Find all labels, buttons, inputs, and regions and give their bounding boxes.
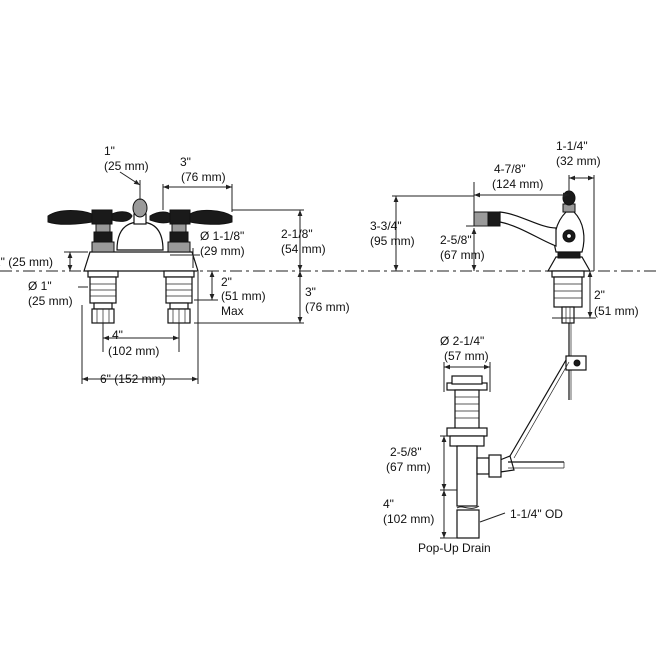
side-shank-mm: (51 mm) bbox=[594, 304, 639, 318]
front-shank-3-in: 3" bbox=[305, 285, 316, 299]
front-shank-max-mm: (51 mm) bbox=[221, 289, 266, 303]
front-dimension-labels: 1" (25 mm) 3" (76 mm) Ø 1-1/8" (29 mm) 2… bbox=[0, 144, 350, 386]
front-offset-mm: (25 mm) bbox=[104, 159, 149, 173]
drain-dia-mm: (57 mm) bbox=[444, 349, 489, 363]
front-shank-dia-in: Ø 1" bbox=[28, 279, 52, 293]
front-shank-max-note: Max bbox=[221, 304, 244, 318]
front-dimension-lines bbox=[64, 171, 304, 384]
side-height-in: 3-3/4" bbox=[370, 219, 402, 233]
drain-height-in: 2-5/8" bbox=[390, 445, 422, 459]
drain-tail-in: 4" bbox=[383, 497, 394, 511]
drain-caption: Pop-Up Drain bbox=[418, 541, 491, 555]
side-spout-mm: (67 mm) bbox=[440, 248, 485, 262]
front-height-in: 2-1/8" bbox=[281, 227, 313, 241]
side-faucet-drawing bbox=[473, 190, 592, 324]
side-dimension-lines bbox=[392, 175, 596, 319]
front-width-label: 6" (152 mm) bbox=[100, 372, 166, 386]
front-shank-max-in: 2" bbox=[221, 275, 232, 289]
front-handle-dia-in: Ø 1-1/8" bbox=[200, 229, 244, 243]
drain-dia-in: Ø 2-1/4" bbox=[440, 334, 484, 348]
front-handle-dia-mm: (29 mm) bbox=[200, 244, 245, 258]
front-height-mm: (54 mm) bbox=[281, 242, 326, 256]
front-shank-3-mm: (76 mm) bbox=[305, 300, 350, 314]
drain-od-label: 1-1/4" OD bbox=[510, 507, 563, 521]
side-height-mm: (95 mm) bbox=[370, 234, 415, 248]
side-top-in: 1-1/4" bbox=[556, 139, 588, 153]
front-deck-label: 1" (25 mm) bbox=[0, 255, 53, 269]
side-shank-in: 2" bbox=[594, 288, 605, 302]
front-faucet-drawing bbox=[47, 198, 233, 324]
front-offset-in: 1" bbox=[104, 144, 115, 158]
drain-height-mm: (67 mm) bbox=[386, 460, 431, 474]
front-spread-in: 3" bbox=[180, 155, 191, 169]
front-centers-mm: (102 mm) bbox=[108, 344, 159, 358]
popup-drain-drawing bbox=[446, 323, 587, 539]
side-top-mm: (32 mm) bbox=[556, 154, 601, 168]
side-dimension-labels: 1-1/4" (32 mm) 4-7/8" (124 mm) 3-3/4" (9… bbox=[370, 139, 639, 318]
drain-tail-mm: (102 mm) bbox=[383, 512, 434, 526]
front-centers-in: 4" bbox=[112, 328, 123, 342]
front-spread-mm: (76 mm) bbox=[181, 170, 226, 184]
drain-dimension-lines bbox=[440, 362, 506, 539]
drain-dimension-labels: Ø 2-1/4" (57 mm) 2-5/8" (67 mm) 4" (102 … bbox=[383, 334, 563, 555]
front-shank-dia-mm: (25 mm) bbox=[28, 294, 73, 308]
side-spout-in: 2-5/8" bbox=[440, 233, 472, 247]
side-reach-mm: (124 mm) bbox=[492, 177, 543, 191]
side-reach-in: 4-7/8" bbox=[494, 162, 526, 176]
